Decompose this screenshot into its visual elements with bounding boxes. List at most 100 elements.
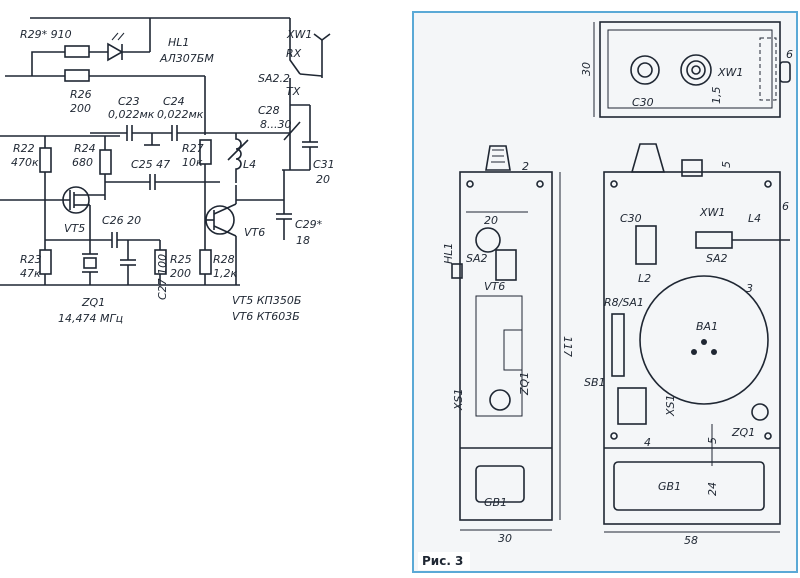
label-sa2-side: SA2 xyxy=(466,252,488,265)
wire xyxy=(31,51,65,76)
label-r8sa1: R8/SA1 xyxy=(604,296,644,309)
label-gb1-front: GB1 xyxy=(658,480,681,493)
label-hl1-side: HL1 xyxy=(442,243,455,264)
label-xs1-front: XS1 xyxy=(664,394,677,417)
label-l2: L2 xyxy=(638,272,651,285)
label-rx: RX xyxy=(286,47,302,60)
resistor-r22 xyxy=(39,147,52,173)
speaker-ba1 xyxy=(639,275,769,405)
dim-30-bottom: 30 xyxy=(498,532,512,545)
dim-top-30: 30 xyxy=(580,62,593,76)
label-4: 4 xyxy=(644,436,651,449)
label-r27-value: 10к xyxy=(182,156,203,169)
circuit-schematic: R29* 910 HL1 АЛ307БМ XW1 RX SA2.2 TX R26… xyxy=(0,17,335,325)
dim-1-5: 1,5 xyxy=(710,87,723,105)
zq1-side xyxy=(489,389,511,411)
dim-20: 20 xyxy=(484,214,498,227)
label-l4-front: L4 xyxy=(748,212,761,225)
label-c29: C29* xyxy=(295,218,323,231)
trimmer-knob-side xyxy=(485,145,511,171)
label-c23: C23 xyxy=(118,95,140,108)
label-r25-value: 200 xyxy=(170,267,191,280)
label-c30-front: C30 xyxy=(620,212,642,225)
label-r23: R23 xyxy=(20,253,42,266)
side-view-case xyxy=(459,171,553,521)
battery-gb1-front xyxy=(613,461,765,511)
crystal-zq1 xyxy=(83,257,97,269)
label-sa2-front: SA2 xyxy=(706,252,728,265)
label-r22-value: 470к xyxy=(11,156,39,169)
label-c31-value: 20 xyxy=(316,173,330,186)
figure-caption: Рис. 3 xyxy=(422,554,463,568)
label-xw1: XW1 xyxy=(286,28,312,41)
label-c24-value: 0,022мк xyxy=(157,108,204,121)
label-vt5-type: VT5 КП350Б xyxy=(232,294,301,307)
label-c29-value: 18 xyxy=(296,234,310,247)
dim-24: 24 xyxy=(706,482,719,496)
label-c26: C26 20 xyxy=(102,214,141,227)
label-c28: C28 xyxy=(258,104,280,117)
label-xw1-top: XW1 xyxy=(717,66,743,79)
resistor-r23 xyxy=(39,249,52,275)
label-c24: C24 xyxy=(163,95,185,108)
label-hl1: HL1 xyxy=(168,36,189,49)
front-view-case xyxy=(603,171,781,525)
c30-trimmer-top xyxy=(630,55,660,85)
label-r23-value: 47к xyxy=(20,267,41,280)
resistor-r24 xyxy=(99,149,112,175)
label-vt6: VT6 xyxy=(244,226,265,239)
label-r25: R25 xyxy=(170,253,192,266)
button-sb1 xyxy=(617,387,647,425)
resistor-r28 xyxy=(199,249,212,275)
label-sa22: SA2.2 xyxy=(258,72,290,85)
label-c25: C25 47 xyxy=(131,158,170,171)
label-r26: R26 xyxy=(70,88,92,101)
label-r26-value: 200 xyxy=(70,102,91,115)
mechanical-drawing: 30 C30 XW1 1,5 6 2 20 HL1 SA2 VT6 ZQ1 XS… xyxy=(442,21,793,547)
label-zq1-value: 14,474 МГц xyxy=(58,312,123,325)
label-3: 3 xyxy=(746,282,753,295)
dim-117: 117 xyxy=(561,336,574,357)
label-r28: R28 xyxy=(213,253,235,266)
drawing-panel xyxy=(412,11,798,573)
label-ba1: BA1 xyxy=(696,320,718,333)
label-r24-value: 680 xyxy=(72,156,93,169)
led-hl1-symbol xyxy=(107,42,124,62)
label-l4: L4 xyxy=(243,158,256,171)
label-vt6-type: VT6 КТ603Б xyxy=(232,310,300,323)
label-r29: R29* 910 xyxy=(20,28,72,41)
label-vt6-side: VT6 xyxy=(484,280,505,293)
dim-5-top: 5 xyxy=(720,161,733,168)
coil-l2 xyxy=(635,225,657,265)
switch-sa22 xyxy=(299,73,323,77)
label-zq1: ZQ1 xyxy=(81,296,105,309)
label-r28-value: 1,2к xyxy=(213,267,237,280)
xw1-connector-top xyxy=(680,54,712,86)
resistor-r29 xyxy=(64,45,90,58)
label-6-front: 6 xyxy=(782,200,789,213)
dim-58: 58 xyxy=(684,534,698,547)
battery-gb1-side xyxy=(475,465,525,503)
label-c23-value: 0,022мк xyxy=(108,108,155,121)
trimmer-knob-front xyxy=(630,143,666,173)
label-sb1: SB1 xyxy=(584,376,606,389)
label-xs1-side: XS1 xyxy=(452,388,465,411)
label-hl1-type: АЛ307БМ xyxy=(159,52,214,65)
label-c30-top: C30 xyxy=(632,96,654,109)
label-zq1-side: ZQ1 xyxy=(518,372,531,396)
label-zq1-front: ZQ1 xyxy=(731,426,755,439)
label-c28-value: 8...30 xyxy=(260,118,292,131)
inductor-l4 xyxy=(235,133,242,183)
label-tx: TX xyxy=(286,85,301,98)
label-r27: R27 xyxy=(182,142,204,155)
label-c31: C31 xyxy=(313,158,335,171)
label-r22: R22 xyxy=(13,142,35,155)
label-2: 2 xyxy=(522,160,529,173)
label-c27: C27 100 xyxy=(156,254,169,300)
label-gb1-side: GB1 xyxy=(484,496,507,509)
label-6-top: 6 xyxy=(786,48,793,61)
dim-5-mid: 5 xyxy=(706,437,719,444)
label-vt5: VT5 xyxy=(64,222,85,235)
